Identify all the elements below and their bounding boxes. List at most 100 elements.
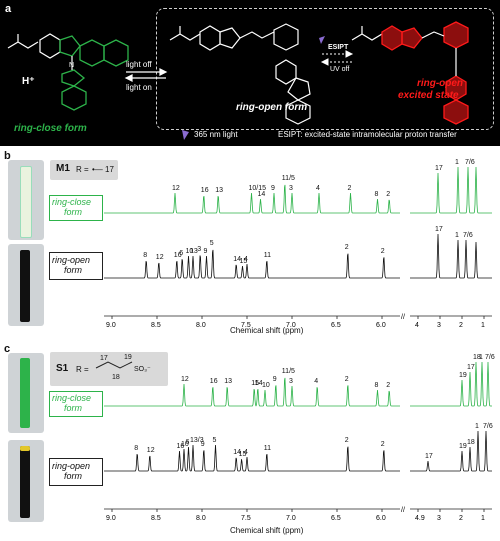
peak-label-close: 2 [345, 376, 349, 383]
peak-label-close: 2 [386, 191, 390, 198]
r-group-b: •— 17 [92, 165, 114, 174]
peak-label-close: 9 [271, 185, 275, 192]
open-caption-box-c [49, 458, 103, 486]
peak-label-close: 12 [172, 185, 180, 192]
axis-break: // [401, 507, 405, 514]
peak-label-open: 6 [186, 439, 190, 446]
tick-label-main: 7.5 [241, 322, 251, 329]
ring-open-caption: ring-open form [236, 102, 308, 113]
peak-label-close: 14 [258, 191, 266, 198]
peak-label-open: 7/6 [483, 423, 493, 430]
peak-label-open: 15 [239, 451, 247, 458]
peak-label-close: 1 [479, 354, 483, 361]
close-caption-b-2: form [64, 207, 82, 217]
peak-label-open: 13 [190, 248, 198, 255]
tick-label-main: 8.0 [196, 515, 206, 522]
peak-label-open: 12 [147, 447, 155, 454]
tick-label-main: 9.0 [106, 322, 116, 329]
tick-label-main: 6.0 [376, 322, 386, 329]
axis-label-b: Chemical shift (ppm) [230, 326, 304, 335]
r-18-c: 18 [112, 374, 120, 381]
peak-label-close: 4 [314, 378, 318, 385]
excited-caption-1: ring-open [416, 78, 464, 89]
compound-s1: S1 [56, 363, 69, 374]
tick-label-right: 2 [459, 322, 463, 329]
peak-label-close: 4 [316, 185, 320, 192]
vial-close-form [20, 166, 32, 238]
axis-label-c: Chemical shift (ppm) [230, 526, 304, 535]
peak-label-open: 9 [201, 441, 205, 448]
close-caption-c-1: ring-close [52, 393, 92, 403]
peak-label-open: 14 [233, 449, 241, 456]
peak-label-close: 3 [289, 378, 293, 385]
spectrum-open-right [410, 430, 492, 472]
peak-label-open: 7/6 [463, 232, 473, 239]
peak-label-close: 17 [467, 364, 475, 371]
m1-label-box [50, 160, 118, 180]
peak-label-open: 5 [210, 240, 214, 247]
peak-label-open: 3 [197, 246, 201, 253]
spectrum-open-main [104, 249, 400, 279]
uv-off-label: UV off [330, 66, 350, 73]
peak-label-close: 14 [255, 380, 263, 387]
ring-open-excited-molecule [381, 21, 469, 125]
vial-cap-c [20, 446, 30, 451]
tick-label-main: 8.5 [151, 515, 161, 522]
atom-n: N [69, 62, 74, 69]
peak-label-open: 11 [264, 252, 271, 259]
peak-label-open: 1 [475, 423, 479, 430]
spectrum-open-main [104, 444, 400, 472]
light-bolt-1 [319, 36, 325, 44]
esipt-arrows [320, 50, 354, 66]
scheme-drawing: N [7, 21, 469, 125]
peak-label-open: 16 [174, 252, 182, 259]
open-caption-c-1: ring-open [52, 461, 91, 471]
spectrum-close-main [104, 184, 400, 214]
peak-label-open: 8 [143, 252, 147, 259]
peak-label-open: 2 [381, 441, 385, 448]
peak-label-open: 6 [179, 250, 183, 257]
tick-label-main: 8.5 [151, 322, 161, 329]
spectrum-close-main [104, 377, 400, 407]
peak-label-close: 13 [215, 187, 223, 194]
peak-label-open: 2 [381, 248, 385, 255]
peak-label-close: 12 [181, 376, 189, 383]
ring-close-molecule [7, 33, 61, 59]
r-so3-c: SO₃⁻ [134, 366, 151, 373]
tick-label-right: 1 [481, 322, 485, 329]
peak-label-open: 12 [156, 254, 164, 261]
tick-label-right: 3 [437, 322, 441, 329]
tick-label-main: 6.5 [331, 322, 341, 329]
compound-m1: M1 [56, 163, 70, 174]
vial-open-form [20, 250, 30, 322]
panel-a-label: a [5, 3, 12, 15]
peak-label-open: 1 [455, 232, 459, 239]
peak-label-close: 16 [201, 187, 209, 194]
panel-b-label: b [4, 150, 11, 162]
peak-label-open: 2 [345, 437, 349, 444]
close-caption-box-c [49, 391, 103, 417]
tick-label-main: 7.0 [286, 322, 296, 329]
legend-esipt: ESIPT: excited-state intramolecular prot… [278, 130, 457, 139]
tick-label-right: 4.9 [415, 515, 425, 522]
tick-label-main: 8.0 [196, 322, 206, 329]
peak-label-open: 2 [345, 244, 349, 251]
peak-label-open: 8 [134, 445, 138, 452]
peak-label-open: 10 [181, 441, 189, 448]
peak-label-open: 9 [204, 248, 208, 255]
peak-label-open: 4 [244, 256, 248, 263]
panel-a-scheme: a N [0, 0, 500, 146]
equilibrium-arrows [124, 68, 168, 82]
light-off-label: light off [126, 60, 152, 69]
close-caption-b-1: ring-close [52, 197, 92, 207]
peak-label-open: 19 [459, 443, 467, 450]
r-17-c: 17 [100, 355, 108, 362]
peak-label-close: 16 [210, 378, 218, 385]
spectrum-close-right [410, 361, 492, 407]
peak-label-open: 5 [213, 437, 217, 444]
h-plus-label: H⁺ [22, 76, 35, 87]
tick-label-main: 7.5 [241, 515, 251, 522]
peak-label-close: 11/5 [282, 368, 295, 375]
